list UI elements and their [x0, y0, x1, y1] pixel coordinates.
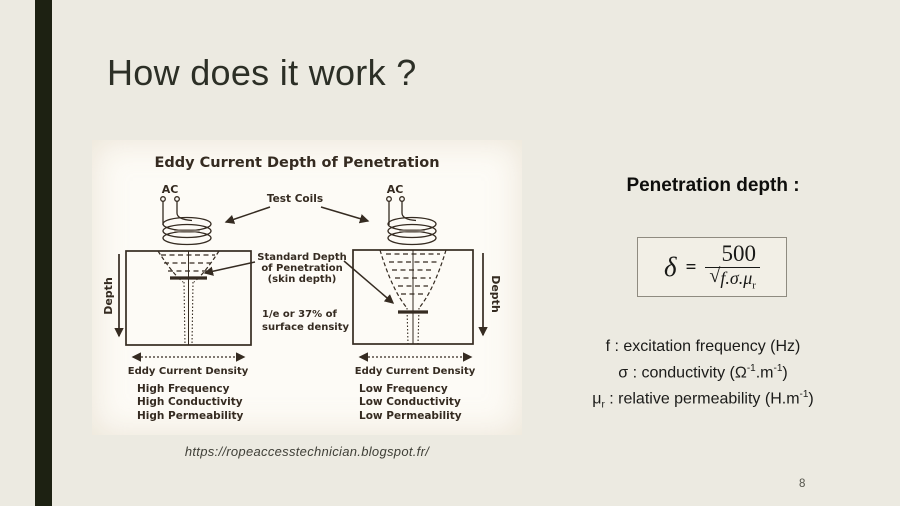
formula-numerator: 500 — [705, 241, 760, 268]
penetration-depth-formula: δ = 500 √f.σ.μr — [637, 237, 787, 297]
legend-frequency: f : excitation frequency (Hz) — [605, 338, 801, 355]
depth-label-right: Depth — [489, 275, 502, 313]
formula-denominator: √f.σ.μr — [705, 264, 760, 292]
left-conditions: High Frequency High Conductivity High Pe… — [137, 383, 244, 422]
eddy-current-diagram: Eddy Current Depth of Penetration AC AC — [102, 155, 502, 422]
surface-density-line2: surface density — [262, 322, 350, 333]
formula-fraction: 500 √f.σ.μr — [705, 241, 760, 292]
left-density-axis: Eddy Current Density — [128, 352, 249, 377]
right-depth-axis: Depth — [478, 253, 502, 337]
formula-radicand: f.σ.μr — [720, 268, 756, 292]
right-density-axis: Eddy Current Density — [355, 352, 476, 377]
standard-depth-callout: Standard Depth of Penetration (skin dept… — [203, 252, 395, 304]
radicand-subscript: r — [752, 279, 756, 292]
depth-label-left: Depth — [102, 277, 115, 315]
left-specimen-box — [125, 250, 252, 346]
left-accent-bar — [35, 0, 52, 506]
legend-conductivity: σ : conductivity (Ω-1.m-1) — [618, 363, 788, 382]
surface-density-line1: 1/e or 37% of — [262, 309, 337, 320]
condition-high-conductivity: High Conductivity — [137, 396, 243, 408]
surface-density-note: 1/e or 37% of surface density — [262, 309, 350, 333]
eddy-density-label-right: Eddy Current Density — [355, 366, 476, 377]
left-depth-axis: Depth — [102, 254, 124, 338]
source-url: https://ropeaccesstechnician.blogspot.fr… — [184, 444, 430, 459]
right-conditions: Low Frequency Low Conductivity Low Perme… — [359, 383, 462, 422]
diagram-title: Eddy Current Depth of Penetration — [154, 155, 439, 171]
radicand-main: f.σ.μ — [720, 267, 753, 288]
condition-high-frequency: High Frequency — [137, 383, 230, 395]
page-number: 8 — [799, 478, 806, 490]
test-coils-label: Test Coils — [267, 193, 323, 205]
right-test-coil: AC — [386, 183, 437, 246]
condition-low-permeability: Low Permeability — [359, 410, 462, 422]
legend-permeability: μr : relative permeability (H.m-1) — [592, 389, 814, 411]
slide-title: How does it work ? — [107, 52, 417, 93]
right-specimen-box — [352, 249, 474, 345]
standard-depth-line3: (skin depth) — [268, 274, 337, 285]
sqrt-sign: √ — [709, 264, 721, 287]
formula-equals: = — [685, 256, 697, 278]
penetration-depth-heading: Penetration depth : — [626, 175, 800, 196]
eddy-density-label-left: Eddy Current Density — [128, 366, 249, 377]
ac-label-left: AC — [162, 183, 179, 196]
standard-depth-line2: of Penetration — [261, 263, 342, 274]
ac-label-right: AC — [387, 183, 404, 196]
standard-depth-line1: Standard Depth — [257, 252, 346, 263]
condition-low-conductivity: Low Conductivity — [359, 396, 461, 408]
formula-delta: δ — [664, 251, 677, 282]
condition-low-frequency: Low Frequency — [359, 383, 448, 395]
test-coils-callout: Test Coils — [224, 193, 370, 224]
eddy-current-diagram-image: Eddy Current Depth of Penetration AC AC — [92, 140, 522, 435]
formula-legend: f : excitation frequency (Hz) σ : conduc… — [548, 336, 858, 417]
left-test-coil: AC — [160, 183, 212, 246]
condition-high-permeability: High Permeability — [137, 410, 244, 422]
